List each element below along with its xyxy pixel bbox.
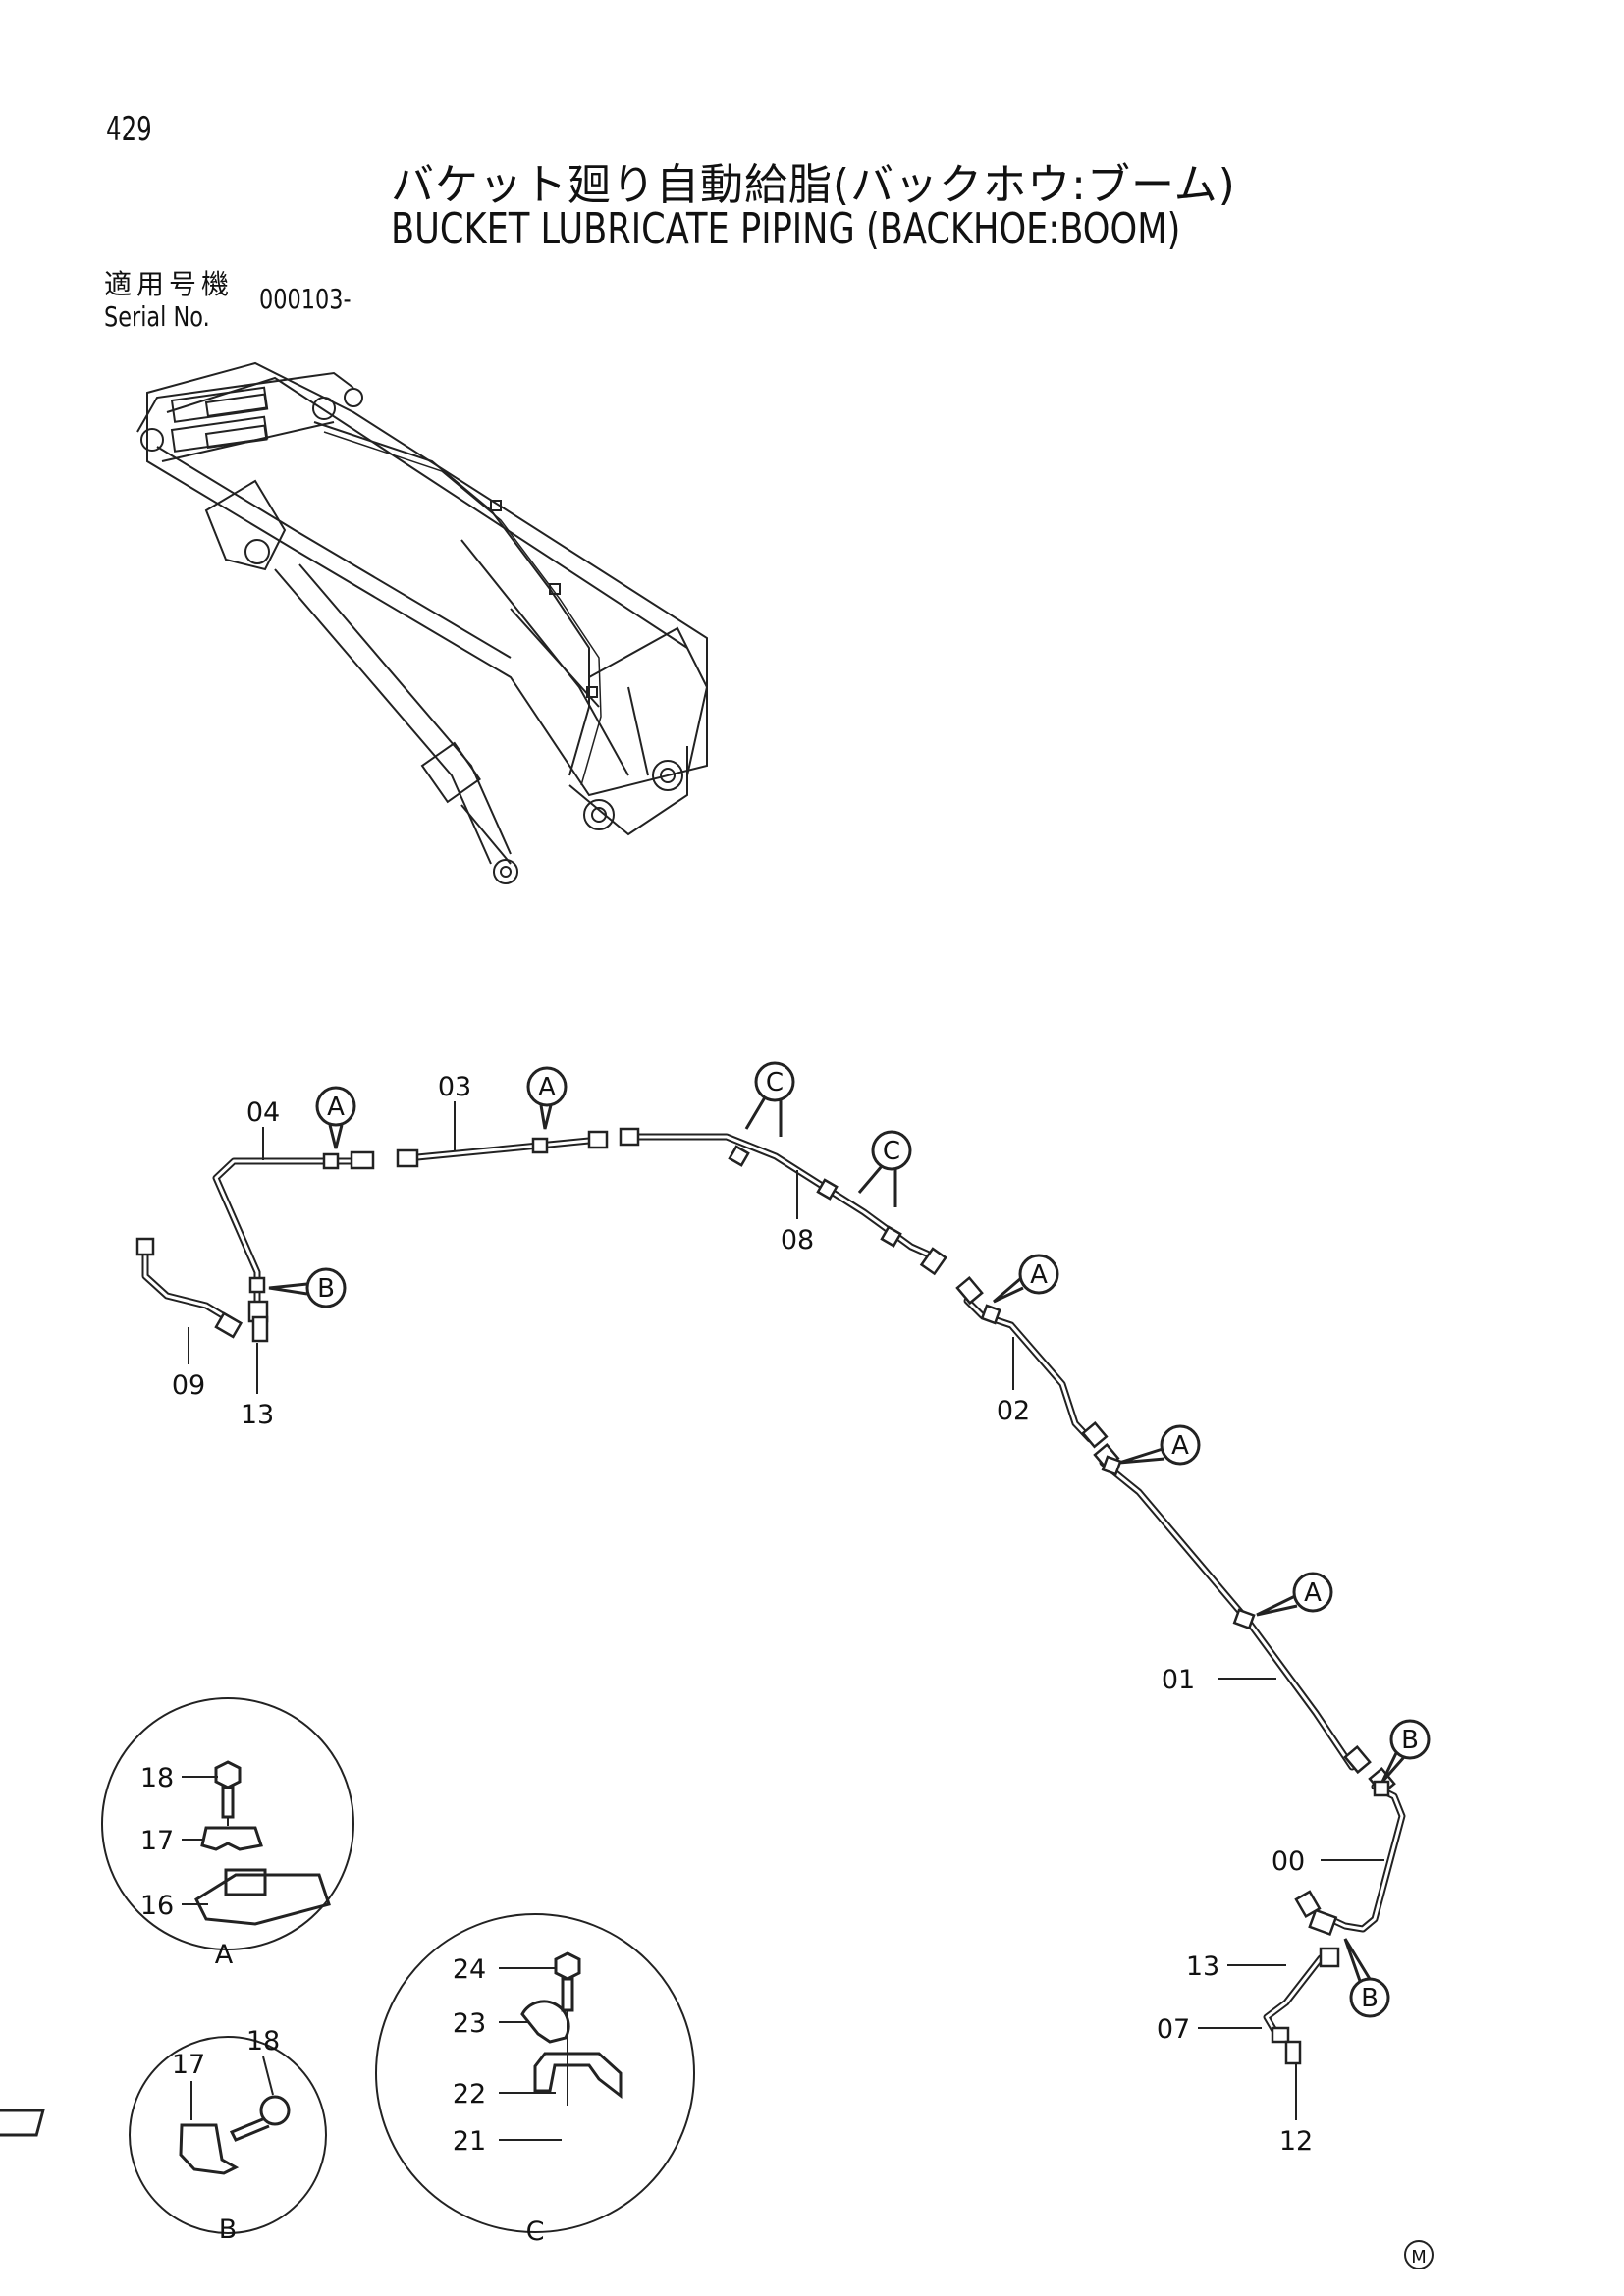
callout-b2: B bbox=[1380, 1719, 1431, 1783]
svg-text:M: M bbox=[1411, 2247, 1427, 2268]
svg-text:A: A bbox=[327, 1093, 345, 1122]
detail-a-label-17: 17 bbox=[140, 1826, 174, 1856]
part-label-13b: 13 bbox=[1186, 1951, 1219, 1982]
detail-c-title: C bbox=[526, 2216, 545, 2247]
main-piping bbox=[135, 1127, 1406, 2065]
svg-text:A: A bbox=[1304, 1578, 1322, 1608]
title-english: BUCKET LUBRICATE PIPING (BACKHOE:BOOM) bbox=[391, 204, 1181, 254]
title-japanese: バケット廻り自動給脂(バックホウ:ブーム) bbox=[391, 160, 1236, 210]
serial-label-en: Serial No. bbox=[104, 300, 210, 333]
part-label-03: 03 bbox=[438, 1072, 471, 1102]
detail-c-label-23: 23 bbox=[453, 2008, 486, 2039]
svg-text:B: B bbox=[317, 1274, 335, 1304]
callout-a5: A bbox=[1256, 1572, 1333, 1617]
part-label-02: 02 bbox=[997, 1396, 1030, 1426]
page-number: 429 bbox=[106, 110, 152, 149]
detail-c-label-21: 21 bbox=[453, 2126, 486, 2157]
callout-a3: A bbox=[993, 1254, 1059, 1304]
serial-value: 000103- bbox=[259, 283, 352, 315]
part-label-00: 00 bbox=[1272, 1846, 1305, 1877]
callout-b1: B bbox=[268, 1267, 347, 1308]
callout-a4: A bbox=[1118, 1424, 1201, 1466]
detail-a-label-18: 18 bbox=[140, 1763, 174, 1793]
part-label-04: 04 bbox=[246, 1097, 280, 1128]
part-label-07: 07 bbox=[1157, 2014, 1190, 2045]
part-label-08: 08 bbox=[781, 1225, 814, 1255]
callout-a2: A bbox=[526, 1066, 568, 1130]
part-label-09: 09 bbox=[172, 1370, 205, 1401]
svg-text:A: A bbox=[1171, 1431, 1189, 1461]
part-label-01: 01 bbox=[1162, 1665, 1195, 1695]
callout-c1: C bbox=[744, 1061, 795, 1137]
callout-c2: C bbox=[857, 1130, 912, 1207]
detail-c-label-22: 22 bbox=[453, 2079, 486, 2109]
detail-a-title: A bbox=[215, 1940, 234, 1970]
part-labels: 04 03 08 02 01 00 13 07 12 09 13 bbox=[172, 1072, 1384, 2157]
detail-a: 18 17 16 A bbox=[101, 1697, 354, 1970]
detail-b: 17 18 B bbox=[129, 2026, 327, 2245]
detail-b-title: B bbox=[219, 2215, 238, 2245]
detail-c-label-24: 24 bbox=[453, 1954, 486, 1985]
detail-a-label-16: 16 bbox=[140, 1891, 174, 1921]
svg-text:A: A bbox=[1030, 1260, 1048, 1290]
part-label-12: 12 bbox=[1279, 2126, 1313, 2157]
boom-illustration bbox=[136, 361, 709, 884]
svg-text:B: B bbox=[1361, 1984, 1379, 2013]
svg-text:C: C bbox=[883, 1137, 900, 1166]
callout-b3: B bbox=[1343, 1938, 1390, 2018]
svg-text:B: B bbox=[1401, 1726, 1419, 1755]
part-label-13a: 13 bbox=[241, 1400, 274, 1430]
footer-mark: M bbox=[1404, 2240, 1434, 2269]
callout-a1: A bbox=[315, 1086, 356, 1149]
svg-text:C: C bbox=[766, 1068, 784, 1097]
detail-c: 24 23 22 21 C bbox=[0, 1913, 695, 2247]
serial-label-jp: 適用号機 bbox=[104, 268, 235, 300]
detail-b-label-18: 18 bbox=[246, 2026, 280, 2056]
detail-b-label-17: 17 bbox=[172, 2050, 205, 2080]
callout-bubbles: A A C C A A A bbox=[268, 1061, 1431, 2018]
svg-text:A: A bbox=[538, 1073, 556, 1102]
